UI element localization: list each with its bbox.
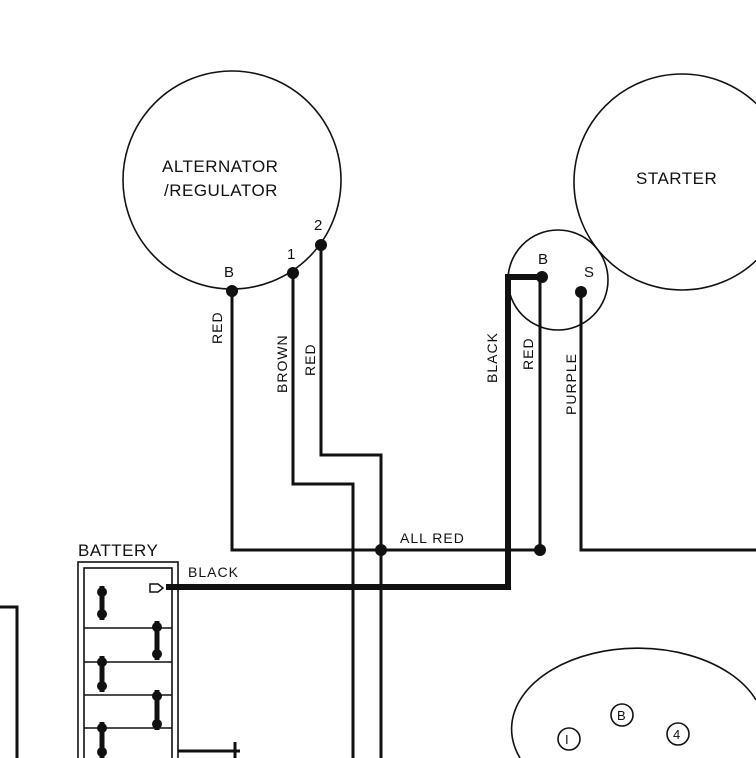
alternator-outline [122, 70, 342, 290]
starter-terminal-b-label: B [538, 251, 548, 268]
junction-starter-red-dot [534, 544, 546, 556]
battery-label: BATTERY [78, 541, 158, 560]
battery-case-outer [77, 561, 179, 758]
wire-label-red-b: RED [209, 311, 225, 344]
wire-label-red-starter: RED [520, 337, 536, 370]
alternator-terminal-2-dot [315, 239, 327, 251]
wire-purple [579, 292, 756, 552]
wire-red-2 [319, 245, 383, 758]
thin-wires [0, 245, 756, 758]
wire-label-black-battery: BLACK [188, 564, 239, 580]
wire-label-black-starter: BLACK [484, 332, 500, 383]
battery-cell-posts [97, 587, 162, 757]
starter-outline [573, 73, 756, 291]
starter-motor: STARTER B S [507, 73, 756, 331]
wire-brown [291, 273, 355, 758]
wire-label-purple: PURPLE [563, 353, 579, 415]
wire-red-b-to-starter [230, 277, 542, 552]
wire-black-battery-to-starter [166, 274, 542, 590]
battery-cell-straps [99, 586, 160, 758]
alternator-terminal-1-dot [287, 267, 299, 279]
alternator-terminal-2-label: 2 [314, 217, 322, 234]
battery: BATTERY [77, 541, 179, 758]
alternator-terminal-1-label: 1 [287, 246, 295, 263]
starter-terminal-b-dot [536, 271, 548, 283]
junction-all-red-dot [375, 544, 387, 556]
wire-label-brown: BROWN [274, 334, 290, 393]
ignition-terminal-i-label: I [565, 732, 569, 747]
wire-left-edge [0, 605, 19, 758]
wire-labels: RED BROWN RED BLACK RED PURPLE ALL RED B… [188, 311, 579, 580]
battery-negative-post-icon [149, 583, 165, 593]
alternator-label-line1: ALTERNATOR [162, 157, 278, 176]
battery-case-inner [83, 567, 173, 758]
ignition-switch: I B 4 [510, 647, 756, 758]
starter-label: STARTER [636, 169, 717, 188]
terminal-dots [226, 239, 587, 556]
alternator-terminal-b-dot [226, 285, 238, 297]
ignition-terminal-b-label: B [617, 708, 626, 723]
ignition-terminal-4 [666, 722, 690, 746]
alternator-label-line2: /REGULATOR [164, 181, 278, 200]
ignition-terminal-b [610, 703, 634, 727]
alternator-terminal-b-label: B [224, 264, 234, 281]
ignition-terminal-4-label: 4 [673, 727, 680, 742]
ignition-terminal-i [557, 727, 581, 751]
starter-terminal-s-label: S [584, 264, 594, 281]
ignition-switch-outline [510, 647, 756, 758]
wire-label-red-2: RED [302, 343, 318, 376]
wire-battery-lower [178, 742, 240, 758]
starter-terminal-s-dot [575, 286, 587, 298]
wire-label-all-red: ALL RED [400, 530, 465, 546]
alternator-regulator: ALTERNATOR /REGULATOR B 1 2 [122, 70, 342, 290]
